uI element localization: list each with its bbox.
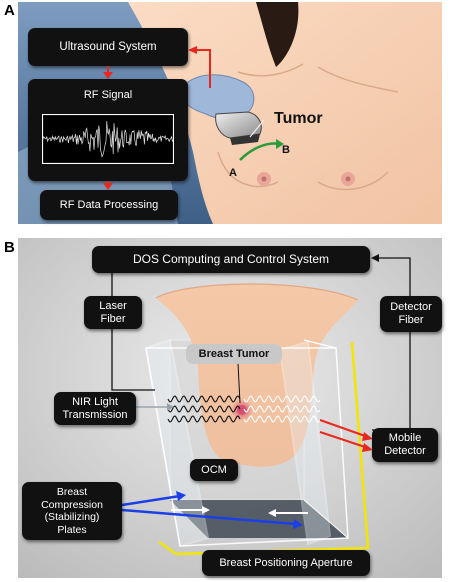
rf-signal-box: RF Signal <box>28 79 188 181</box>
ocm-box: OCM <box>190 459 238 481</box>
ultrasound-system-box: Ultrasound System <box>28 28 188 66</box>
rf-signal-label: RF Signal <box>83 89 133 101</box>
point-a-label: A <box>229 167 237 179</box>
right-compression-plate <box>278 340 332 546</box>
ultrasound-probe <box>215 111 262 139</box>
rf-processing-label: RF Data Processing <box>59 198 159 211</box>
positioning-aperture-label: Breast Positioning Aperture <box>219 556 353 569</box>
patient-hair <box>256 2 299 67</box>
laser-fiber-box: Laser Fiber <box>84 296 142 329</box>
tumor-label: Tumor <box>274 110 323 127</box>
compression-plates-label: Breast Compression (Stabilizing) Plates <box>41 486 103 536</box>
mobile-detector-box: Mobile Detector <box>372 428 438 462</box>
rf-waveform <box>42 114 174 164</box>
panel-b-letter: B <box>4 239 15 256</box>
breast-tumor-box: Breast Tumor <box>186 344 282 364</box>
patient-torso <box>128 2 442 224</box>
point-b-label: B <box>282 144 290 156</box>
nir-transmission-box: NIR Light Transmission <box>54 392 136 425</box>
breast-tumor-label: Breast Tumor <box>198 347 270 360</box>
rf-processing-box: RF Data Processing <box>40 190 178 220</box>
nir-transmission-label: NIR Light Transmission <box>62 395 128 421</box>
panel-a-letter: A <box>4 2 15 19</box>
positioning-aperture-box: Breast Positioning Aperture <box>202 550 370 576</box>
ocm-label: OCM <box>201 463 227 476</box>
laser-fiber-label: Laser Fiber <box>99 299 127 325</box>
compression-plates-box: Breast Compression (Stabilizing) Plates <box>22 482 122 540</box>
panel-a-illustration: Tumor A B <box>18 2 442 224</box>
dos-system-label: DOS Computing and Control System <box>132 252 330 266</box>
ultrasound-system-label: Ultrasound System <box>59 40 157 53</box>
dos-system-box: DOS Computing and Control System <box>92 246 370 273</box>
detector-fiber-label: Detector Fiber <box>390 301 432 326</box>
detector-fiber-box: Detector Fiber <box>380 296 442 332</box>
nir-light-waves <box>167 395 321 423</box>
mobile-detector-label: Mobile Detector <box>384 432 426 457</box>
